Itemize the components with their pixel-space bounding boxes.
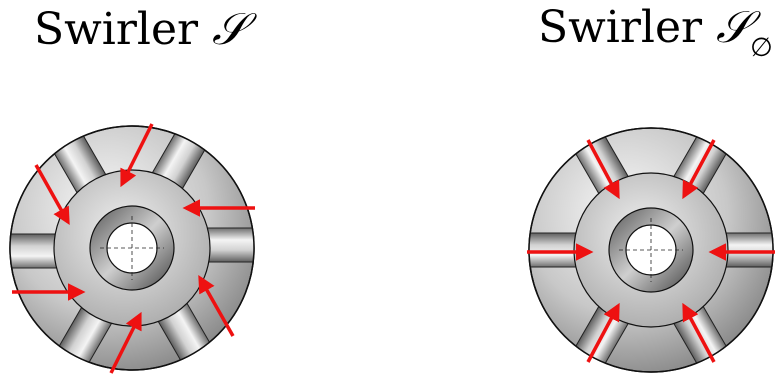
swirler-title-left-symbol: 𝒮 [212,4,247,55]
swirler-left-arrow [120,123,154,188]
swirler-left-arrow [34,164,70,226]
swirler-title-right-text: Swirler [538,2,717,53]
swirler-right-flow-arrows [527,139,775,363]
swirler-left-outer-rim [9,125,255,371]
swirler-right [527,127,775,373]
swirler-right-arrow [682,302,716,363]
swirler-right-arrow [682,139,716,200]
swirler-title-left-text: Swirler [34,4,213,55]
swirler-left-arrow [109,311,142,374]
swirler-right-outer-rim [528,127,774,373]
swirler-title-left: Swirler 𝒮 [34,8,246,52]
swirler-title-right: Swirler 𝒮∅ [538,6,773,61]
swirler-right-arrow [586,139,620,200]
swirler-left-arrow [198,274,235,337]
swirler-right-arrow [586,302,620,363]
swirler-title-right-symbol: 𝒮 [716,2,751,53]
swirler-left [9,123,255,374]
swirler-left-flow-arrows [12,123,255,374]
swirler-title-right-subscript: ∅ [750,32,773,63]
